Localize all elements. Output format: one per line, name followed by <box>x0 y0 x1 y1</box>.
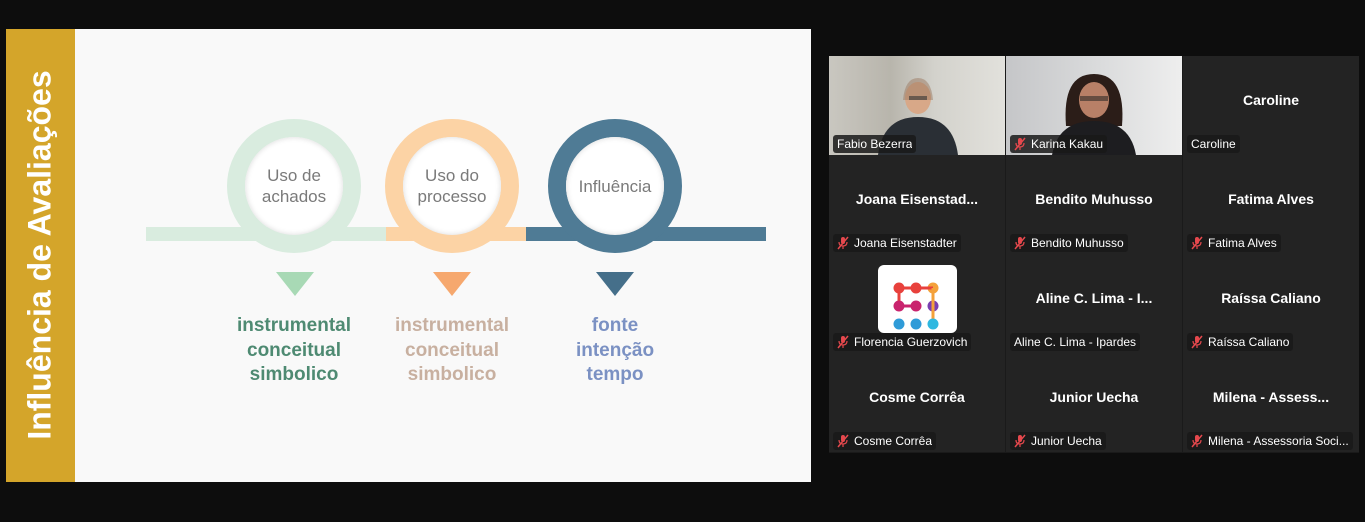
participant-display-name: Joana Eisenstad... <box>855 191 979 207</box>
participant-name: Fatima Alves <box>1208 236 1277 250</box>
participant-tile[interactable]: Florencia Guerzovich <box>829 254 1005 353</box>
participant-tile[interactable]: Fabio Bezerra <box>829 56 1005 155</box>
participant-display-name: Junior Uecha <box>1049 389 1139 405</box>
name-tag: Fabio Bezerra <box>833 135 917 153</box>
type-item: conceitual <box>247 339 341 361</box>
type-item: instrumental <box>394 315 510 336</box>
slide-side-title: Influência de Avaliações <box>21 70 58 440</box>
name-tag: Caroline <box>1187 135 1240 153</box>
name-tag: Aline C. Lima - Ipardes <box>1010 333 1141 351</box>
mic-muted-icon <box>837 236 849 250</box>
name-tag: Junior Uecha <box>1010 432 1106 450</box>
participant-tile[interactable]: Raíssa Caliano Raíssa Caliano <box>1183 254 1359 353</box>
name-tag: Milena - Assessoria Soci... <box>1187 432 1353 450</box>
participant-name: Joana Eisenstadter <box>854 236 957 250</box>
type-item: tempo <box>586 364 644 385</box>
participant-gallery: Fabio Bezerra Karina Kakau Caroline Caro… <box>829 56 1359 453</box>
down-arrow-icon <box>276 272 314 296</box>
ring-label-3: Influência <box>566 137 664 235</box>
participant-name: Florencia Guerzovich <box>854 335 968 349</box>
mic-muted-icon <box>837 434 849 448</box>
mic-muted-icon <box>837 335 849 349</box>
participant-tile[interactable]: Caroline Caroline <box>1183 56 1359 155</box>
type-item: simbolico <box>407 364 497 385</box>
participant-tile[interactable]: Fatima Alves Fatima Alves <box>1183 155 1359 254</box>
participant-name: Aline C. Lima - Ipardes <box>1014 335 1137 349</box>
type-item: intenção <box>575 339 655 361</box>
mic-muted-icon <box>1191 236 1203 250</box>
participant-display-name: Raíssa Caliano <box>1221 290 1321 306</box>
participant-display-name: Bendito Muhusso <box>1035 191 1153 207</box>
participant-display-name: Caroline <box>1242 92 1299 108</box>
participant-name: Milena - Assessoria Soci... <box>1208 434 1349 448</box>
participant-tile[interactable]: Aline C. Lima - I... Aline C. Lima - Ipa… <box>1006 254 1182 353</box>
participant-display-name: Aline C. Lima - I... <box>1035 290 1153 306</box>
participant-name: Bendito Muhusso <box>1031 236 1124 250</box>
participant-name: Cosme Corrêa <box>854 434 933 448</box>
types-list-1: instrumental conceitual simbolico <box>209 314 379 388</box>
participant-name: Fabio Bezerra <box>837 137 913 151</box>
name-tag: Karina Kakau <box>1010 135 1108 153</box>
name-tag: Cosme Corrêa <box>833 432 937 450</box>
type-item: simbolico <box>249 364 339 385</box>
name-tag: Bendito Muhusso <box>1010 234 1128 252</box>
down-arrow-icon <box>433 272 471 296</box>
participant-display-name: Fatima Alves <box>1228 191 1314 207</box>
logo-icon <box>878 265 957 333</box>
types-list-2: instrumental conceitual simbolico <box>367 314 537 388</box>
participant-name: Raíssa Caliano <box>1208 335 1290 349</box>
participant-tile[interactable]: Joana Eisenstad... Joana Eisenstadter <box>829 155 1005 254</box>
type-item: instrumental <box>236 315 352 336</box>
type-item: fonte <box>591 315 639 336</box>
down-arrow-icon <box>596 272 634 296</box>
participant-name: Karina Kakau <box>1031 137 1104 151</box>
participant-tile[interactable]: Milena - Assess... Milena - Assessoria S… <box>1183 353 1359 452</box>
name-tag: Joana Eisenstadter <box>833 234 961 252</box>
participant-display-name: Milena - Assess... <box>1212 389 1330 405</box>
mic-muted-icon <box>1191 335 1203 349</box>
mic-muted-icon <box>1014 434 1026 448</box>
participant-tile[interactable]: Cosme Corrêa Cosme Corrêa <box>829 353 1005 452</box>
name-tag: Fatima Alves <box>1187 234 1281 252</box>
ring-influencia: Influência <box>548 119 682 253</box>
mic-muted-icon <box>1191 434 1203 448</box>
participant-tile[interactable]: Junior Uecha Junior Uecha <box>1006 353 1182 452</box>
types-list-3: fonte intenção tempo <box>530 314 700 388</box>
participant-name: Junior Uecha <box>1031 434 1102 448</box>
type-item: conceitual <box>405 339 499 361</box>
mic-muted-icon <box>1014 236 1026 250</box>
participant-tile[interactable]: Bendito Muhusso Bendito Muhusso <box>1006 155 1182 254</box>
participant-display-name: Cosme Corrêa <box>869 389 965 405</box>
name-tag: Florencia Guerzovich <box>833 333 972 351</box>
name-tag: Raíssa Caliano <box>1187 333 1294 351</box>
mic-muted-icon <box>1014 137 1026 151</box>
slide-sidebar: Influência de Avaliações <box>6 29 75 482</box>
participant-tile[interactable]: Karina Kakau <box>1006 56 1182 155</box>
participant-name: Caroline <box>1191 137 1236 151</box>
